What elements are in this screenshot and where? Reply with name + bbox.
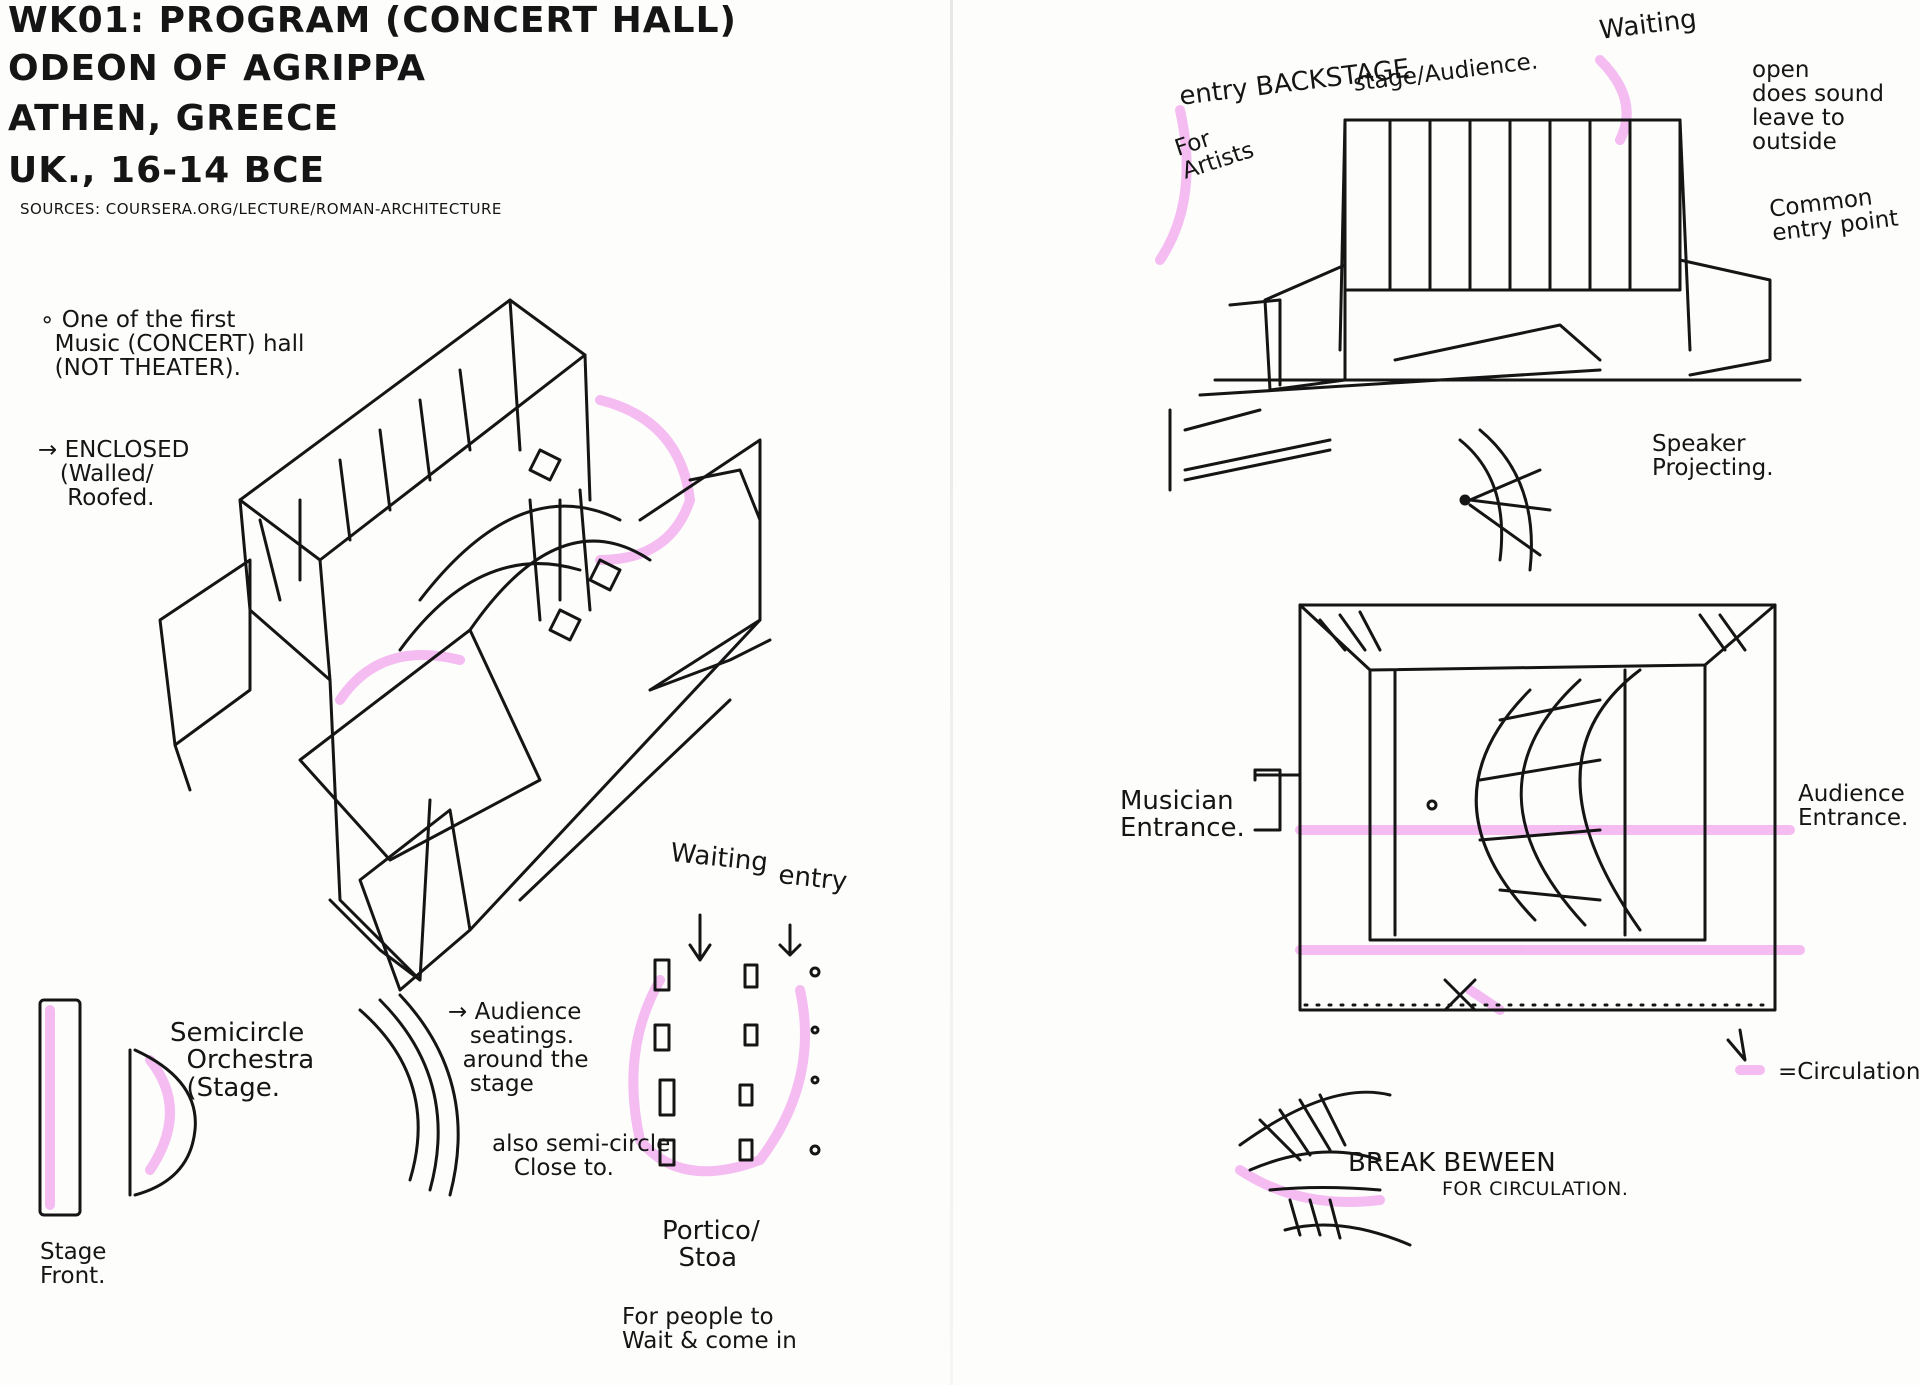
floor-plan-sketch xyxy=(1253,603,1777,1062)
note-portico-desc: For people to Wait & come in xyxy=(622,1304,797,1355)
building-name: ODEON OF AGRIPPA xyxy=(8,48,426,89)
note-stage-front: Stage Front. xyxy=(40,1239,107,1290)
label-audience-entrance: Audience Entrance. xyxy=(1798,781,1909,832)
note-enclosed: → ENCLOSED (Walled/ Roofed. xyxy=(38,437,190,512)
note-open-sound: open does sound leave to outside xyxy=(1752,57,1884,156)
iso-hall-sketch xyxy=(158,298,772,992)
note-audience-seatings: → Audience seatings. around the stage xyxy=(448,999,589,1098)
note-also-semicircle: also semi-circle Close to. xyxy=(492,1131,671,1182)
note-semicircle: Semicircle Orchestra (Stage. xyxy=(170,1018,315,1103)
note-speaker-projecting: Speaker Projecting. xyxy=(1652,431,1774,482)
label-portico: Portico/ Stoa xyxy=(662,1216,760,1274)
label-break-between: BREAK BEWEEN xyxy=(1348,1148,1556,1178)
seating-break-sketch xyxy=(1238,1090,1412,1247)
sketch-title: WK01: PROGRAM (CONCERT HALL) xyxy=(8,0,737,41)
circulation-legend: =Circulation. xyxy=(1778,1059,1920,1085)
date-range: UK., 16-14 BCE xyxy=(8,150,326,191)
stage-seating-diagram xyxy=(38,913,821,1217)
sources-line: SOURCES: COURSERA.ORG/LECTURE/ROMAN-ARCH… xyxy=(20,200,502,218)
note-first-concert-hall: ∘ One of the first Music (CONCERT) hall … xyxy=(40,307,305,382)
label-musician-entrance: Musician Entrance. xyxy=(1120,786,1245,844)
book-gutter xyxy=(950,0,953,1385)
location: ATHEN, GREECE xyxy=(8,98,340,139)
label-for-circulation: FOR CIRCULATION. xyxy=(1442,1178,1629,1200)
section-perspective-sketch xyxy=(1168,118,1802,572)
